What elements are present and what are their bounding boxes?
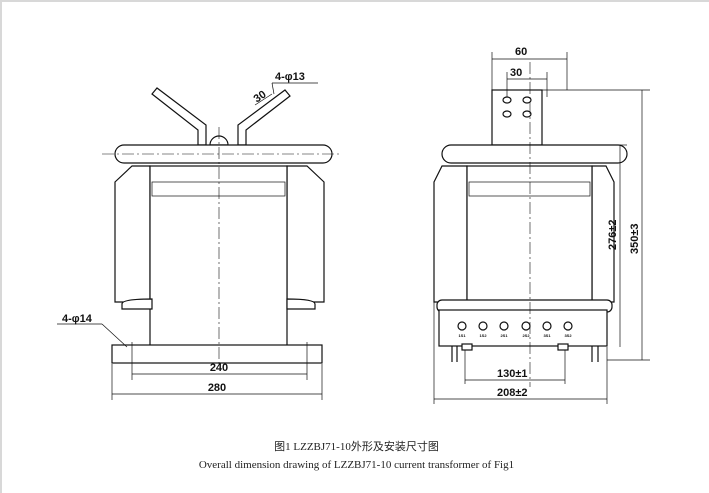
dim-4-phi13: 4-φ13 — [275, 71, 305, 83]
right-view: 1S1 1S2 2S1 2S2 3S1 3S2 60 30 276±2 350±… — [433, 46, 650, 404]
left-body-side — [114, 165, 151, 303]
terminal-1s2[interactable]: 1S2 — [478, 321, 488, 338]
terminal-row: 1S1 1S2 2S1 2S2 3S1 3S2 — [457, 321, 573, 338]
left-bushing — [151, 87, 207, 146]
svg-text:3S2: 3S2 — [564, 333, 572, 338]
dim-30-bushing: 30 — [252, 89, 269, 106]
dim-4-phi14: 4-φ14 — [62, 313, 93, 325]
svg-text:1S1: 1S1 — [458, 333, 466, 338]
terminal-3s2[interactable]: 3S2 — [563, 321, 573, 338]
right-body-side — [286, 165, 325, 303]
caption-english: Overall dimension drawing of LZZBJ71-10 … — [198, 459, 515, 471]
svg-text:3S1: 3S1 — [543, 333, 551, 338]
dim-350: 350±3 — [629, 223, 641, 254]
base-plate — [111, 344, 323, 364]
terminal-2s1[interactable]: 2S1 — [499, 321, 509, 338]
left-foot — [121, 298, 153, 310]
svg-text:2S1: 2S1 — [500, 333, 508, 338]
dim-30-terminal: 30 — [510, 67, 522, 79]
right-top-flange — [441, 144, 628, 164]
left-view: 240 280 4-φ14 4-φ13 30 — [57, 71, 342, 400]
dim-208: 208±2 — [497, 387, 528, 399]
dim-130: 130±1 — [497, 368, 528, 380]
dim-60: 60 — [515, 46, 527, 58]
dim-240: 240 — [210, 362, 228, 374]
dim-280: 280 — [208, 382, 226, 394]
body-core — [149, 165, 288, 347]
dome — [209, 135, 229, 146]
primary-terminal — [491, 89, 543, 146]
right-body-core — [466, 165, 593, 303]
terminal-1s1[interactable]: 1S1 — [457, 321, 467, 338]
caption-chinese: 图1 LZZBJ71-10外形及安装尺寸图 — [274, 441, 439, 453]
right-foot — [286, 298, 316, 310]
svg-text:2S2: 2S2 — [522, 333, 530, 338]
dim-276: 276±2 — [607, 219, 619, 250]
terminal-3s1[interactable]: 3S1 — [542, 321, 552, 338]
svg-text:1S2: 1S2 — [479, 333, 487, 338]
